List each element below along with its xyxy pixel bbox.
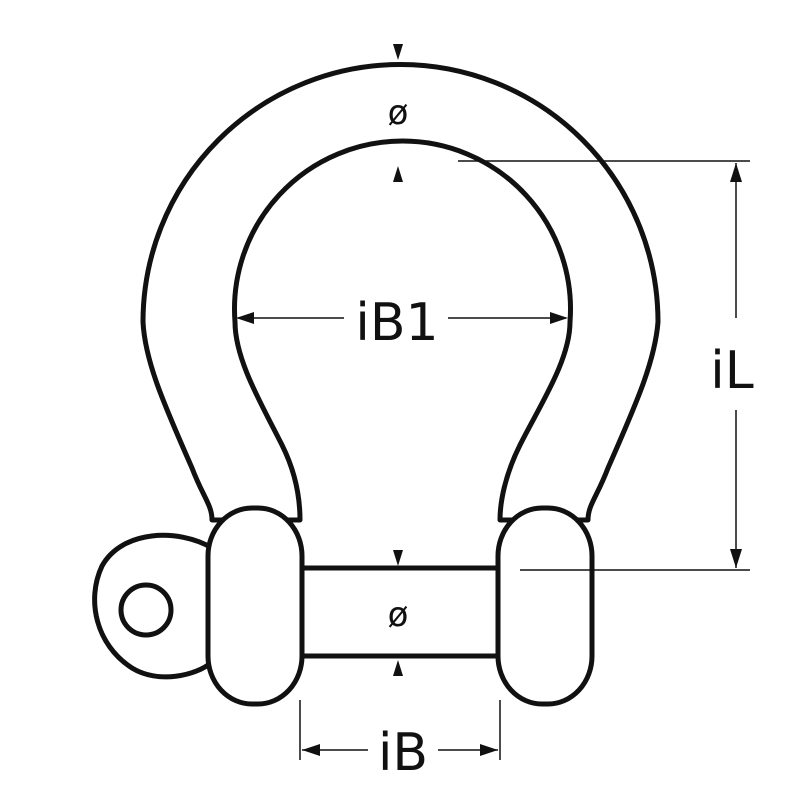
ib1-arrow-right <box>550 312 568 324</box>
ib-arrow-left <box>302 744 320 756</box>
ib1-label: iB1 <box>355 293 438 353</box>
dimension-top-diameter <box>393 44 403 182</box>
dimension-pin-diameter <box>393 550 403 676</box>
pin-diameter-label: ø <box>388 595 409 635</box>
dimension-il <box>458 160 750 571</box>
dimension-ib1 <box>236 312 568 324</box>
pin-head <box>92 532 215 680</box>
dimension-ib <box>299 700 501 760</box>
left-lug <box>205 505 305 707</box>
pin-shaft <box>289 565 511 659</box>
il-arrow-down <box>730 549 742 568</box>
ib1-arrow-left <box>236 312 254 324</box>
right-lug <box>495 505 595 707</box>
pin-diameter-arrow-up <box>393 660 403 676</box>
top-diameter-label: ø <box>388 93 409 133</box>
pin-eye-hole <box>118 582 174 638</box>
top-diameter-arrow-down <box>393 44 403 60</box>
pin-diameter-arrow-down <box>393 550 403 566</box>
il-label: iL <box>710 341 753 401</box>
shackle-bow <box>140 62 661 523</box>
il-arrow-up <box>730 163 742 182</box>
top-diameter-arrow-up <box>393 166 403 182</box>
ib-arrow-right <box>480 744 498 756</box>
ib-label: iB <box>378 723 428 783</box>
